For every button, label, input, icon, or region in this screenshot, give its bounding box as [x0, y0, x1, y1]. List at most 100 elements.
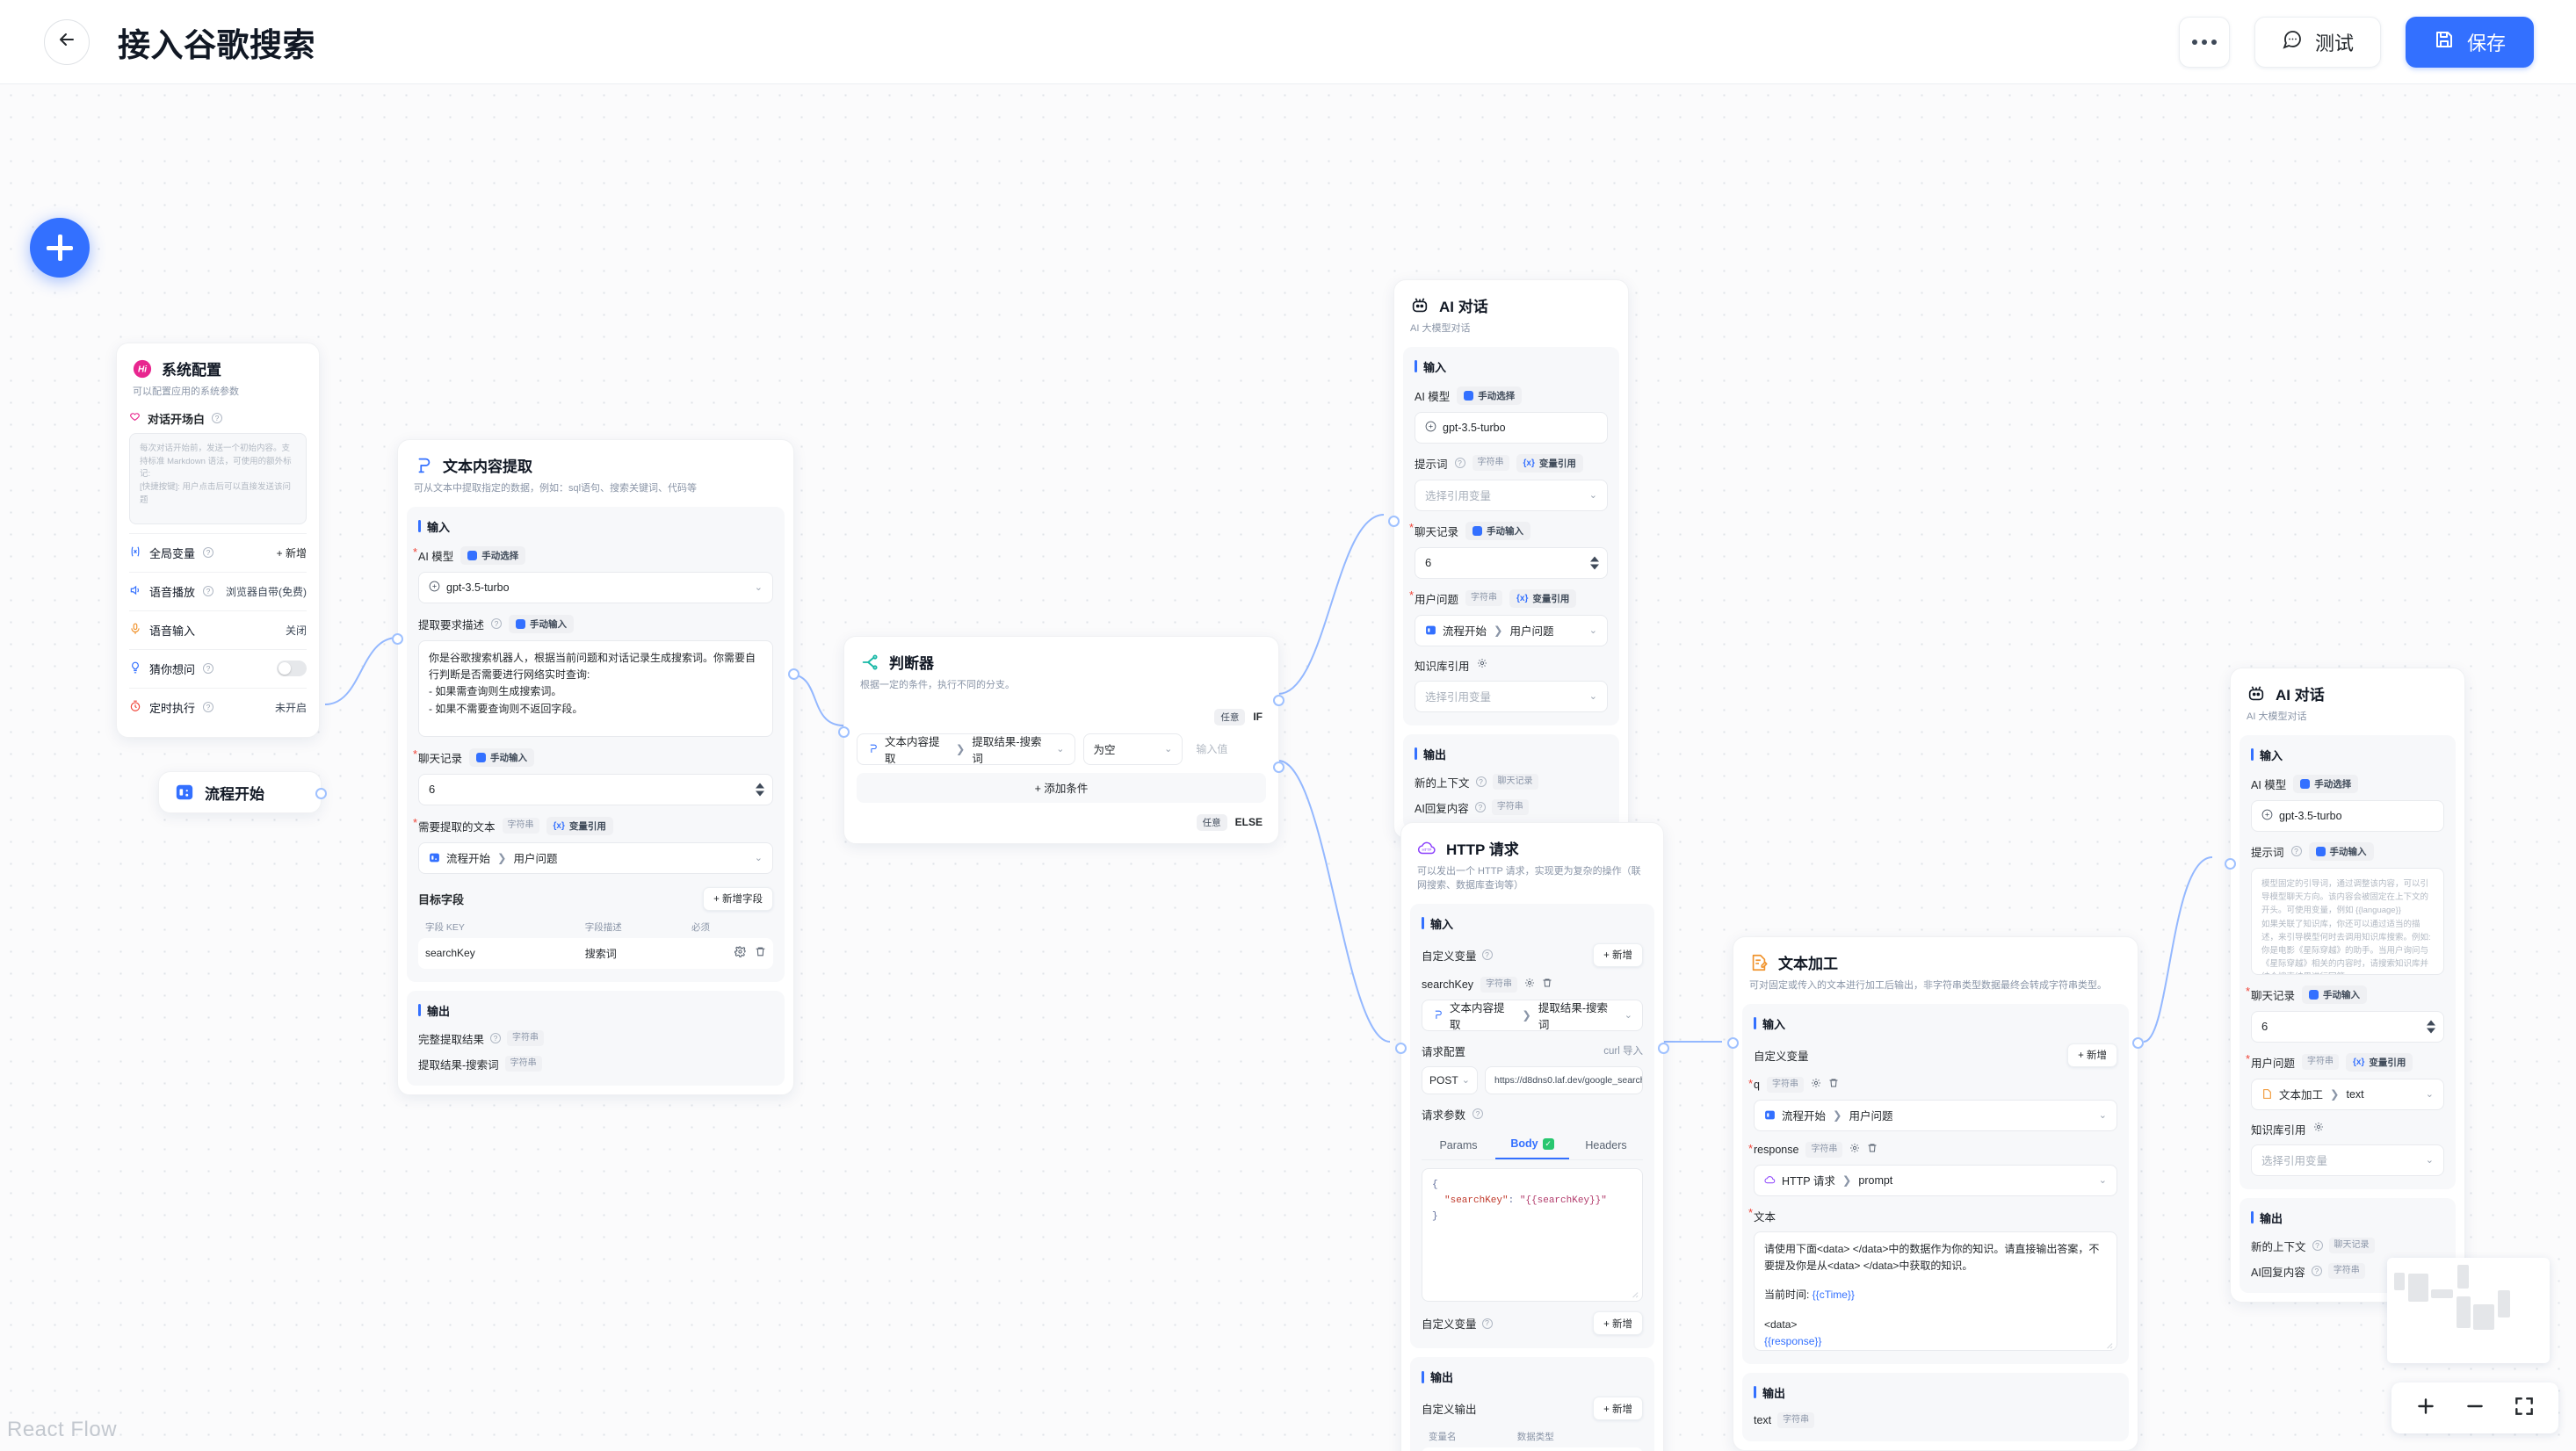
user-question-select[interactable]: 流程开始 ❯ 用户问题 ⌄ — [1415, 614, 1608, 646]
opening-greeting-textarea[interactable]: 每次对话开始前，发送一个初始内容。支持标准 Markdown 语法，可使用的额外… — [129, 432, 307, 524]
sidebar-row-voice-input[interactable]: 语音输入 关闭 — [129, 610, 307, 649]
help-icon[interactable]: ? — [1475, 776, 1487, 788]
manual-select-chip[interactable]: 手动选择 — [460, 545, 526, 565]
port-output[interactable] — [1658, 1043, 1669, 1054]
manual-select-chip[interactable]: 手动选择 — [1457, 386, 1523, 405]
help-icon[interactable]: ? — [1454, 458, 1465, 469]
zoom-out-icon[interactable] — [2464, 1395, 2486, 1422]
help-icon[interactable]: ? — [212, 413, 223, 424]
port-output-if[interactable] — [1273, 695, 1284, 706]
gear-icon[interactable] — [1811, 1077, 1821, 1093]
add-global-variable-link[interactable]: + 新增 — [276, 546, 307, 559]
kb-select[interactable]: 选择引用变量 ⌄ — [2251, 1144, 2444, 1176]
back-button[interactable] — [44, 18, 90, 65]
save-button[interactable]: 保存 — [2405, 16, 2534, 68]
port-output[interactable] — [2132, 1037, 2144, 1049]
port-input[interactable] — [2225, 858, 2236, 870]
condition-operator-select[interactable]: 为空 ⌄ — [1082, 733, 1183, 765]
gear-icon[interactable] — [2313, 1121, 2324, 1137]
node-text-process[interactable]: 文本加工 可对固定或传入的文本进行加工后输出，非字符串类型数据最终会转成字符串类… — [1727, 936, 2144, 1451]
help-icon[interactable]: ? — [203, 586, 214, 597]
sidebar-row-guess-question[interactable]: 猜你想问 ? — [129, 648, 307, 688]
body-code-editor[interactable]: { "searchKey": "{{searchKey}}" } — [1422, 1168, 1643, 1303]
zoom-in-icon[interactable] — [2414, 1395, 2437, 1422]
condition-value-input[interactable]: 输入值 — [1196, 743, 1228, 756]
prompt-variable-select[interactable]: 选择引用变量 ⌄ — [1415, 479, 1608, 511]
help-icon[interactable]: ? — [203, 663, 214, 675]
port-output[interactable] — [788, 668, 800, 680]
more-menu-button[interactable] — [2178, 16, 2230, 68]
node-condition[interactable]: 判断器 根据一定的条件，执行不同的分支。 任意 IF 文本内容提取 ❯ 提取结果… — [838, 636, 1284, 844]
url-input[interactable]: https://d8dns0.laf.dev/google_search — [1485, 1065, 1643, 1094]
add-condition-button[interactable]: + 添加条件 — [857, 772, 1266, 803]
stepper-arrows-icon[interactable] — [756, 783, 764, 797]
delete-icon[interactable] — [1828, 1077, 1839, 1093]
chat-history-stepper[interactable]: 6 — [418, 773, 773, 805]
port-input[interactable] — [1395, 1043, 1407, 1054]
resize-grip-icon[interactable] — [1629, 1289, 1639, 1298]
else-match-mode[interactable]: 任意 — [1196, 813, 1227, 831]
manual-input-chip[interactable]: 手动输入 — [2308, 841, 2374, 861]
node-system-config[interactable]: Hi 系统配置 可以配置应用的系统参数 对话开场白 ? 每次对话开始前，发送一个… — [116, 343, 320, 738]
tab-body[interactable]: Body✓ — [1495, 1131, 1569, 1160]
node-text-extract[interactable]: 文本内容提取 可从文本中提取指定的数据，例如：sql语句、搜索关键词、代码等 输… — [392, 439, 800, 1095]
variable-q-select[interactable]: 流程开始 ❯ 用户问题 ⌄ — [1754, 1099, 2117, 1131]
gear-icon[interactable] — [1477, 657, 1487, 673]
ai-model-select[interactable]: gpt-3.5-turbo — [2251, 799, 2444, 832]
gear-icon[interactable] — [1524, 977, 1535, 993]
sidebar-row-global-variable[interactable]: 全局变量 ? + 新增 — [129, 532, 307, 572]
help-icon[interactable]: ? — [1481, 949, 1493, 961]
user-question-select[interactable]: 文本加工 ❯ text ⌄ — [2251, 1078, 2444, 1110]
port-input[interactable] — [1727, 1037, 1739, 1049]
node-ai-chat-top[interactable]: AI 对话 AI 大模型对话 输入 AI 模型 手动选择 gpt-3.5-tur… — [1388, 279, 1629, 839]
sidebar-row-scheduled-execution[interactable]: 定时执行 ? 未开启 — [129, 687, 307, 726]
add-field-button[interactable]: + 新增字段 — [703, 886, 773, 911]
port-output[interactable] — [315, 788, 327, 799]
fit-view-icon[interactable] — [2513, 1395, 2536, 1422]
condition-variable-select[interactable]: 文本内容提取 ❯ 提取结果-搜索词 ⌄ — [857, 733, 1075, 765]
node-flow-start[interactable]: 流程开始 — [158, 771, 327, 813]
table-row[interactable]: prompt 字符串 — [1422, 1447, 1643, 1451]
node-http-request[interactable]: HTTP HTTP 请求 可以发出一个 HTTP 请求，实现更为复杂的操作（联网… — [1395, 822, 1669, 1451]
ai-model-select[interactable]: gpt-3.5-turbo — [1415, 411, 1608, 444]
minimap[interactable] — [2387, 1258, 2550, 1363]
manual-input-chip[interactable]: 手动输入 — [469, 747, 535, 767]
stepper-arrows-icon[interactable] — [2427, 1020, 2435, 1034]
port-output-else[interactable] — [1273, 762, 1284, 773]
extract-requirement-textarea[interactable]: 你是谷歌搜索机器人，根据当前问题和对话记录生成搜索词。你需要自行判断是否需要进行… — [418, 639, 773, 737]
manual-input-chip[interactable]: 手动输入 — [509, 614, 575, 633]
tab-params[interactable]: Params — [1439, 1139, 1478, 1152]
add-node-button[interactable] — [30, 218, 90, 278]
gear-icon[interactable] — [734, 946, 746, 960]
delete-icon[interactable] — [1542, 977, 1552, 993]
table-row[interactable]: searchKey 搜索词 — [418, 937, 773, 969]
port-input[interactable] — [1388, 516, 1400, 527]
node-ai-chat-right[interactable]: AI 对话 AI 大模型对话 输入 AI 模型 手动选择 gpt-3.5-tur… — [2225, 668, 2465, 1303]
chat-history-stepper[interactable]: 6 — [1415, 546, 1608, 579]
delete-icon[interactable] — [1867, 1142, 1878, 1158]
resize-grip-icon[interactable] — [2103, 1338, 2113, 1349]
text-content-textarea[interactable]: 请使用下面<data> </data>中的数据作为你的知识。请直接输出答案，不要… — [1754, 1231, 2117, 1351]
add-variable-button[interactable]: + 新增 — [1593, 942, 1643, 967]
stepper-arrows-icon[interactable] — [1590, 556, 1599, 570]
help-icon[interactable]: ? — [1481, 1317, 1493, 1329]
guess-question-toggle[interactable] — [277, 661, 307, 677]
delete-icon[interactable] — [755, 946, 766, 960]
flow-canvas[interactable]: React Flow Hi 系统配置 可以配置应用的系统参数 对话开场白 ? 每… — [0, 84, 2576, 1451]
help-icon[interactable]: ? — [203, 702, 214, 713]
manual-input-chip[interactable]: 手动输入 — [1465, 521, 1531, 540]
kb-select[interactable]: 选择引用变量 ⌄ — [1415, 680, 1608, 712]
gear-icon[interactable] — [1849, 1142, 1860, 1158]
prompt-textarea[interactable]: 模型固定的引导词，通过调整该内容，可以引导模型聊天方向。该内容会被固定在上下文的… — [2251, 867, 2444, 975]
add-output-button[interactable]: + 新增 — [1593, 1397, 1643, 1421]
variable-ref-chip[interactable]: {x} 变量引用 — [546, 816, 613, 835]
help-icon[interactable]: ? — [203, 547, 214, 559]
manual-input-chip[interactable]: 手动输入 — [2302, 985, 2368, 1004]
sidebar-row-voice-play[interactable]: 语音播放 ? 浏览器自带(免费) — [129, 571, 307, 610]
help-icon[interactable]: ? — [491, 618, 503, 630]
variable-ref-chip[interactable]: {x} 变量引用 — [1509, 588, 1577, 608]
help-icon[interactable]: ? — [2312, 1240, 2323, 1252]
ai-model-select[interactable]: gpt-3.5-turbo ⌄ — [418, 571, 773, 603]
target-text-select[interactable]: 流程开始 ❯ 用户问题 ⌄ — [418, 841, 773, 874]
variable-value-select[interactable]: 文本内容提取 ❯ 提取结果-搜索词 ⌄ — [1422, 999, 1643, 1031]
